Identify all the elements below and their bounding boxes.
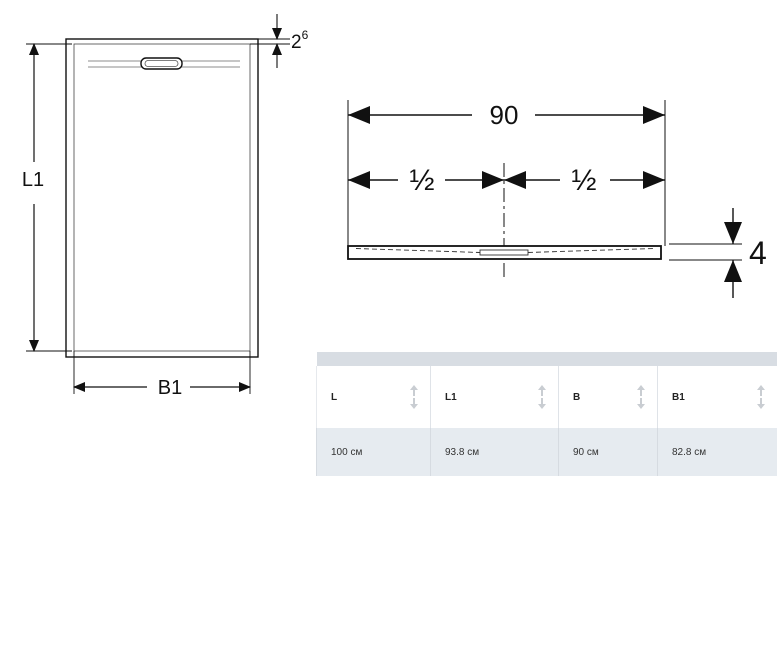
sort-arrows-icon[interactable] [635, 383, 647, 411]
table-header-row: L L1 B B1 [316, 366, 777, 428]
column-header-l1[interactable]: L1 [430, 366, 559, 428]
sort-arrows-icon[interactable] [755, 383, 767, 411]
drain-cover [140, 57, 183, 70]
sort-arrows-icon[interactable] [408, 383, 420, 411]
drain-cover-inner [144, 60, 179, 67]
column-header-b[interactable]: B [558, 366, 658, 428]
half-left-label: ½ [409, 164, 434, 197]
profile-drain [479, 249, 529, 256]
height-4-label: 4 [749, 235, 767, 271]
column-header-b1[interactable]: B1 [657, 366, 777, 428]
sort-arrows-icon[interactable] [536, 383, 548, 411]
column-header-l[interactable]: L [316, 366, 431, 428]
column-label: L [331, 391, 338, 403]
column-label: B1 [672, 391, 685, 403]
rim-thickness-superscript: 6 [302, 28, 309, 42]
table-cell: 82.8 см [657, 428, 777, 476]
rim-thickness-base: 2 [291, 32, 302, 53]
plan-view: L1 B1 26 [22, 14, 309, 399]
l1-label: L1 [22, 169, 44, 191]
rim-thickness-label: 26 [291, 28, 309, 53]
dimensions-table: L L1 B B1 100 см 93.8 см 90 см 82.8 см [316, 352, 777, 476]
tray-profile [347, 245, 662, 260]
b1-label: B1 [158, 377, 182, 399]
table-cell: 93.8 см [430, 428, 559, 476]
tray-inner-outline [73, 43, 251, 352]
half-right-label: ½ [571, 164, 596, 197]
table-row: 100 см 93.8 см 90 см 82.8 см [316, 428, 777, 476]
table-cell: 90 см [558, 428, 658, 476]
tray-slope-line [355, 248, 655, 253]
table-cell: 100 см [316, 428, 431, 476]
width-90-label: 90 [490, 100, 519, 130]
column-label: L1 [445, 391, 457, 403]
column-label: B [573, 391, 581, 403]
profile-view: 90 ½ ½ 4 [347, 100, 767, 298]
tray-outline [65, 38, 259, 358]
table-top-band [316, 352, 777, 366]
